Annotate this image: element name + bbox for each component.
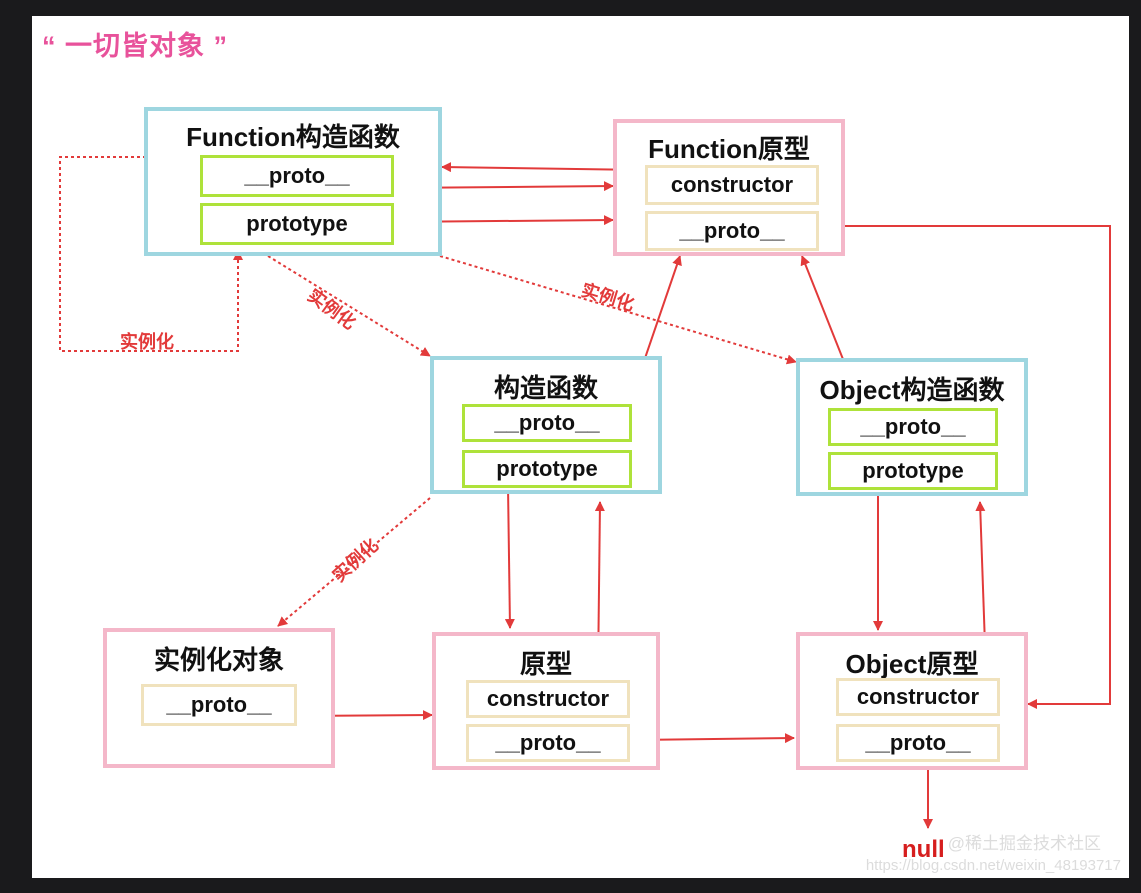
arrow-ctor-prototype-to-proto — [504, 485, 515, 629]
diagram-canvas: “ 一切皆对象 ” — [32, 16, 1129, 878]
function-prototype-box: Function原型 constructor __proto__ — [613, 119, 845, 256]
arrow-fproto-constructor-to-fctor — [441, 162, 645, 173]
proto-field: __proto__ — [462, 404, 632, 442]
arrow-function-instantiate-object — [439, 255, 797, 365]
instance-object-box: 实例化对象 __proto__ — [103, 628, 335, 768]
prototype-field: prototype — [200, 203, 394, 245]
box-title: Object原型 — [845, 649, 979, 679]
proto-field: __proto__ — [200, 155, 394, 197]
object-prototype-box: Object原型 constructor __proto__ — [796, 632, 1028, 770]
arrow-fproto-proto-to-objproto — [818, 225, 1111, 709]
constructor-field: constructor — [836, 678, 1000, 716]
proto-field: __proto__ — [645, 211, 819, 251]
function-constructor-box: Function构造函数 __proto__ prototype — [144, 107, 442, 256]
instantiate-label: 实例化 — [120, 332, 174, 352]
box-title: Function原型 — [648, 134, 810, 164]
constructor-field: constructor — [645, 165, 819, 205]
page-title: “ 一切皆对象 ” — [42, 31, 229, 61]
prototype-field: prototype — [462, 450, 632, 488]
box-title: 实例化对象 — [153, 645, 284, 675]
box-title: Object构造函数 — [819, 375, 1005, 405]
arrow-self-instantiate — [59, 156, 243, 352]
null-label: null — [902, 836, 945, 863]
box-title: 原型 — [519, 649, 572, 679]
proto-field: __proto__ — [466, 724, 630, 762]
prototype-field: prototype — [828, 452, 998, 490]
watermark: @稀土掘金技术社区 — [947, 834, 1101, 853]
box-title: 构造函数 — [493, 373, 598, 403]
object-constructor-box: Object构造函数 __proto__ prototype — [796, 358, 1028, 496]
proto-field: __proto__ — [836, 724, 1000, 762]
watermark-url: https://blog.csdn.net/weixin_48193717 — [865, 857, 1121, 874]
arrow-function-instantiate-ctor — [267, 255, 431, 357]
box-title: Function构造函数 — [186, 122, 400, 152]
constructor-box: 构造函数 __proto__ prototype — [430, 356, 662, 494]
constructor-field: constructor — [466, 680, 630, 718]
proto-field: __proto__ — [828, 408, 998, 446]
proto-field: __proto__ — [141, 684, 297, 726]
prototype-box: 原型 constructor __proto__ — [432, 632, 660, 770]
